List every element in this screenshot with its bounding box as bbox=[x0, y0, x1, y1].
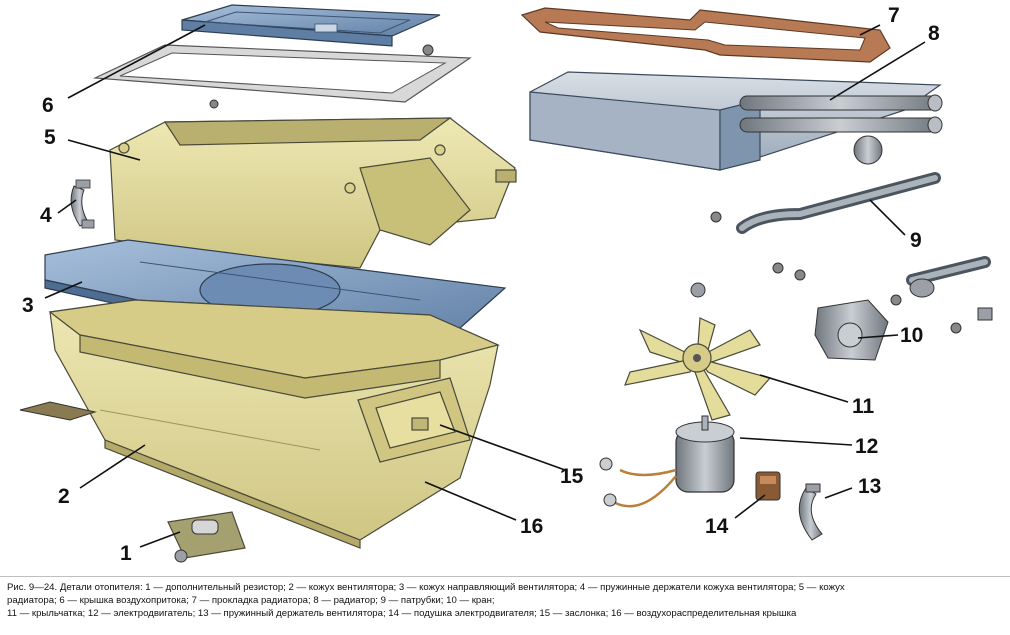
label-11: 11 bbox=[852, 395, 875, 418]
pipes-part bbox=[690, 172, 991, 306]
label-5: 5 bbox=[44, 126, 56, 149]
label-12: 12 bbox=[855, 435, 878, 458]
radiator-gasket-part bbox=[520, 7, 891, 63]
impeller-part bbox=[624, 317, 772, 421]
fan-casing-part bbox=[19, 299, 500, 549]
label-15: 15 bbox=[560, 465, 584, 488]
electric-motor-part bbox=[599, 415, 735, 508]
caption-line-3: 11 — крыльчатка; 12 — электродвигатель; … bbox=[7, 608, 797, 619]
additional-resistor-part bbox=[167, 511, 246, 563]
radiator-part bbox=[529, 71, 943, 171]
air-intake-cover-part bbox=[92, 4, 472, 109]
label-6: 6 bbox=[42, 94, 54, 117]
fan-spring-holder-part bbox=[798, 483, 823, 541]
label-13: 13 bbox=[858, 475, 881, 498]
label-8: 8 bbox=[928, 22, 940, 45]
label-9: 9 bbox=[910, 229, 922, 252]
leader-lines bbox=[44, 24, 926, 548]
label-16: 16 bbox=[520, 515, 543, 538]
label-2: 2 bbox=[58, 485, 70, 508]
label-4: 4 bbox=[40, 204, 52, 227]
label-1: 1 bbox=[120, 542, 132, 565]
heater-parts-diagram: 1 2 3 4 5 6 7 8 9 10 11 12 13 14 15 16 bbox=[19, 4, 993, 565]
caption-line-2: радиатора; 6 — крышка воздухопритока; 7 … bbox=[7, 595, 495, 606]
radiator-housing-part bbox=[109, 117, 517, 269]
label-7: 7 bbox=[888, 4, 900, 27]
spring-holder-4-part bbox=[70, 179, 95, 229]
label-10: 10 bbox=[900, 324, 923, 347]
figure-caption: Рис. 9—24. Детали отопителя: 1 — дополни… bbox=[0, 576, 1010, 635]
tap-part bbox=[814, 299, 993, 361]
label-14: 14 bbox=[705, 515, 729, 538]
caption-line-1: Рис. 9—24. Детали отопителя: 1 — дополни… bbox=[7, 582, 845, 593]
motor-cushion-part bbox=[755, 471, 781, 501]
label-3: 3 bbox=[22, 294, 34, 317]
damper-part bbox=[357, 377, 471, 463]
